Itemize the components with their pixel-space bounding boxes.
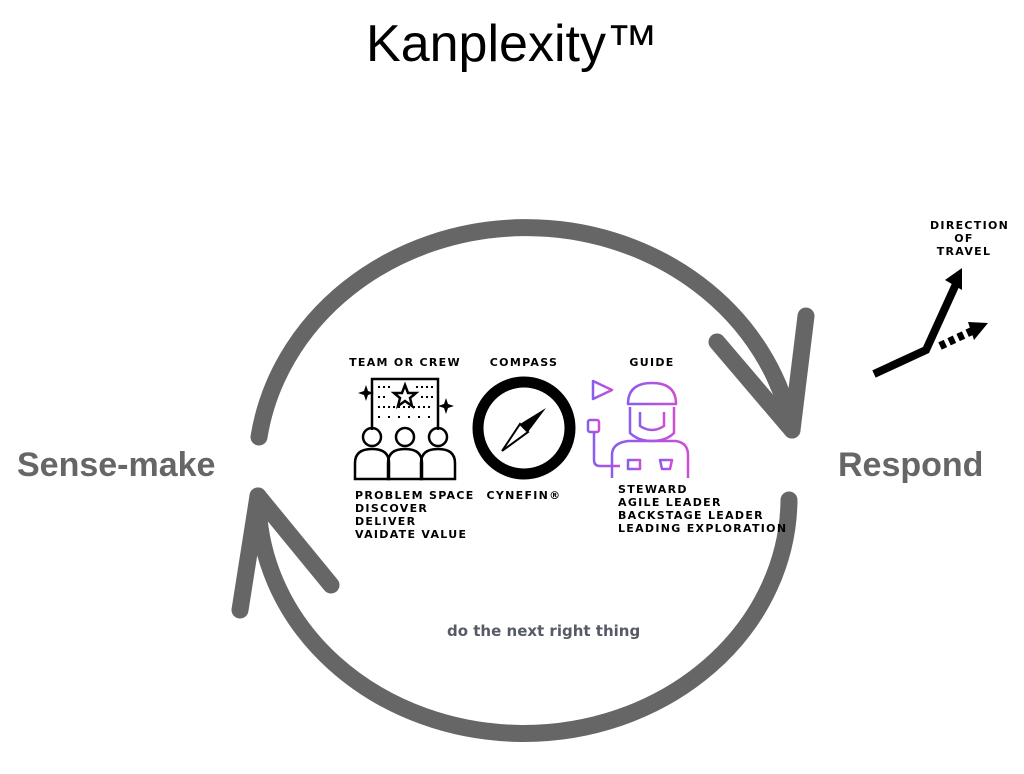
compass-list: CYNEFIN® xyxy=(470,489,578,502)
compass-icon xyxy=(472,376,576,480)
guide-item: LEADING EXPLORATION xyxy=(618,522,788,535)
compass-item: CYNEFIN® xyxy=(486,489,562,502)
team-item: PROBLEM SPACE xyxy=(355,489,475,502)
guide-item: BACKSTAGE LEADER xyxy=(618,509,764,522)
respond-label: Respond xyxy=(838,446,984,484)
team-heading: TEAM OR CREW xyxy=(349,356,461,369)
team-list: PROBLEM SPACE DISCOVER DELIVER VAIDATE V… xyxy=(355,489,475,541)
direction-line-3: TRAVEL xyxy=(936,245,992,258)
compass-heading: COMPASS xyxy=(489,356,559,369)
guide-list: STEWARD AGILE LEADER BACKSTAGE LEADER LE… xyxy=(618,483,787,535)
cycle-caption: do the next right thing xyxy=(447,622,641,640)
lower-cycle-arrow xyxy=(231,487,798,742)
page-title: Kanplexity™ xyxy=(366,15,658,73)
upper-cycle-arrow xyxy=(250,219,815,446)
sense-make-label: Sense-make xyxy=(17,446,216,484)
team-item: DELIVER xyxy=(355,515,417,528)
team-item: DISCOVER xyxy=(355,502,429,515)
guide-item: AGILE LEADER xyxy=(618,496,722,509)
guide-heading: GUIDE xyxy=(629,356,675,369)
direction-line-2: OF xyxy=(954,232,974,245)
direction-of-travel-label: DIRECTION OF TRAVEL xyxy=(930,219,1010,258)
team-item: VAIDATE VALUE xyxy=(355,528,468,541)
guide-item: STEWARD xyxy=(618,483,688,496)
guide-icon xyxy=(586,379,690,478)
team-icon xyxy=(353,377,457,481)
direction-line-1: DIRECTION xyxy=(930,219,1010,232)
direction-arrow-icon xyxy=(872,268,988,378)
